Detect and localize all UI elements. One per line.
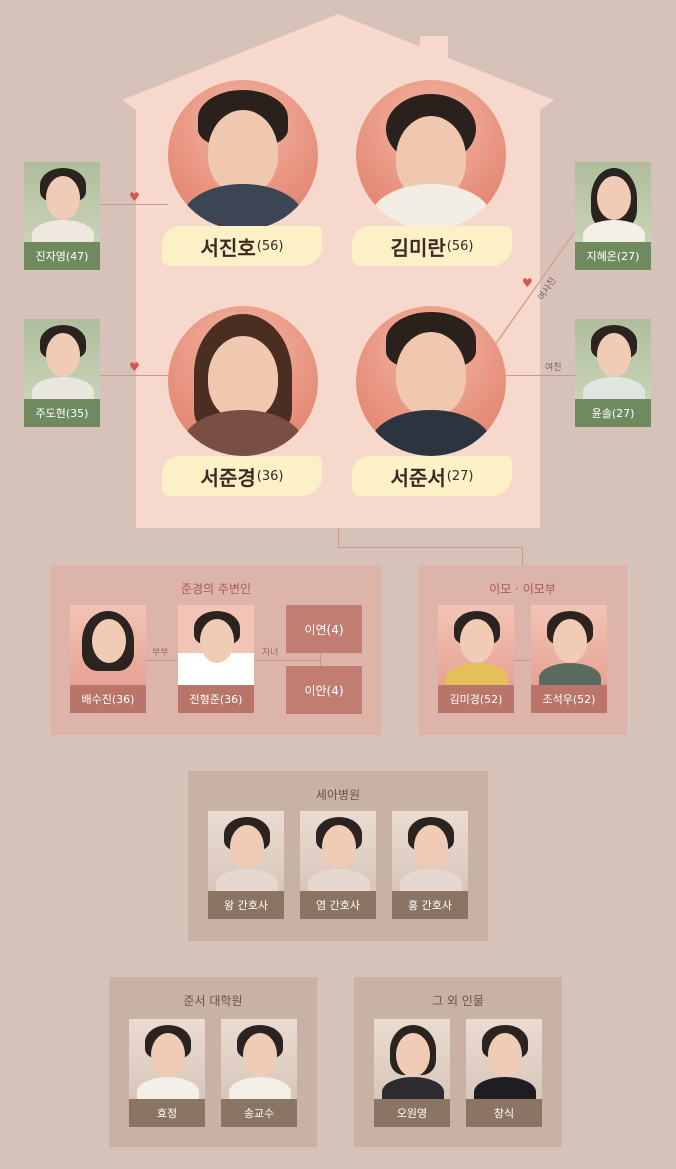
- character-card: 홍 간호사: [392, 811, 468, 919]
- character-card: 김미경(52): [438, 605, 514, 713]
- character-name: 염 간호사: [300, 891, 376, 919]
- character-name: 주도현(35): [24, 399, 100, 427]
- character-card: 오원영: [374, 1019, 450, 1127]
- character-card: 송교수: [221, 1019, 297, 1127]
- character-name: 배수진(36): [70, 685, 146, 713]
- character-photo: [466, 1019, 542, 1099]
- character-name: 왕 간호사: [208, 891, 284, 919]
- character-name: 창식: [466, 1099, 542, 1127]
- character-name: 조석우(52): [531, 685, 607, 713]
- link-line: [490, 375, 576, 376]
- link-line: [338, 547, 522, 548]
- character-photo: [208, 811, 284, 891]
- name-tag-mother: 김미란(56): [352, 226, 512, 266]
- name-tag-daughter: 서준경(36): [162, 456, 322, 496]
- link-line: [338, 528, 339, 548]
- character-photo: [24, 319, 100, 399]
- character-card: 전형준(36): [178, 605, 254, 713]
- character-photo: [221, 1019, 297, 1099]
- group-grad: 준서 대학원 효정 송교수: [109, 977, 317, 1147]
- side-card: 진자영(47): [24, 162, 100, 270]
- name-tag-father: 서진호(56): [162, 226, 322, 266]
- portrait-daughter: [168, 306, 318, 456]
- character-name: 김미경(52): [438, 685, 514, 713]
- group-title: 세아병원: [315, 788, 361, 802]
- name-tag-son: 서준서(27): [352, 456, 512, 496]
- link-line: [100, 204, 168, 205]
- house-chimney: [420, 36, 448, 76]
- group-title: 이모 · 이모부: [489, 582, 556, 596]
- relation-label: 자녀: [262, 648, 279, 658]
- group-others: 그 외 인물 오원영 창식: [354, 977, 562, 1147]
- character-name: 오원영: [374, 1099, 450, 1127]
- character-card: 효정: [129, 1019, 205, 1127]
- character-photo: [129, 1019, 205, 1099]
- side-card: 주도현(35): [24, 319, 100, 427]
- character-card: 염 간호사: [300, 811, 376, 919]
- relation-label: 부부: [152, 648, 169, 658]
- character-card: 조석우(52): [531, 605, 607, 713]
- side-card: 지혜온(27): [575, 162, 651, 270]
- relation-label: 여친: [545, 363, 562, 373]
- character-photo: [575, 162, 651, 242]
- portrait-father: [168, 80, 318, 230]
- character-photo: [575, 319, 651, 399]
- character-photo: [438, 605, 514, 685]
- group-title: 그 외 인물: [432, 994, 484, 1008]
- group-hospital: 세아병원 왕 간호사 염 간호사 홍 간호사: [188, 771, 488, 941]
- side-card: 윤솔(27): [575, 319, 651, 427]
- character-photo: [374, 1019, 450, 1099]
- heart-icon: ♥: [522, 276, 533, 290]
- character-photo: [24, 162, 100, 242]
- character-card: 창식: [466, 1019, 542, 1127]
- group-title: 준경의 주변인: [180, 582, 252, 596]
- character-photo: [178, 605, 254, 685]
- heart-icon: ♥: [129, 360, 140, 374]
- child-card: 이안(4): [286, 666, 362, 714]
- character-name: 전형준(36): [178, 685, 254, 713]
- portrait-son: [356, 306, 506, 456]
- group-aunt: 이모 · 이모부 김미경(52) 조석우(52): [418, 565, 627, 735]
- link-line-diagonal: [489, 229, 577, 353]
- portrait-mother: [356, 80, 506, 230]
- character-name: 진자영(47): [24, 242, 100, 270]
- character-photo: [392, 811, 468, 891]
- character-name: 지혜온(27): [575, 242, 651, 270]
- child-card: 이연(4): [286, 605, 362, 653]
- character-card: 왕 간호사: [208, 811, 284, 919]
- character-name: 홍 간호사: [392, 891, 468, 919]
- group-junkyung: 준경의 주변인 배수진(36) 전형준(36) 부부 자녀 이연(4) 이안(4…: [50, 565, 382, 735]
- character-name: 송교수: [221, 1099, 297, 1127]
- link-line: [522, 547, 523, 565]
- character-name: 윤솔(27): [575, 399, 651, 427]
- character-photo: [70, 605, 146, 685]
- group-title: 준서 대학원: [183, 994, 243, 1008]
- heart-icon: ♥: [129, 190, 140, 204]
- character-photo: [300, 811, 376, 891]
- link-line: [100, 375, 168, 376]
- character-card: 배수진(36): [70, 605, 146, 713]
- character-name: 효정: [129, 1099, 205, 1127]
- character-photo: [531, 605, 607, 685]
